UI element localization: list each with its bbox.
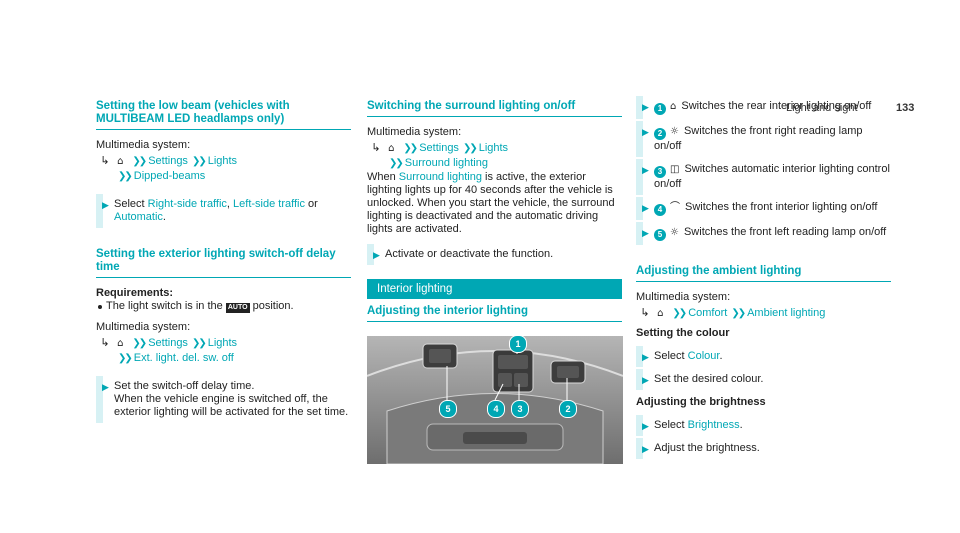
requirements-label: Requirements: [96,287,174,299]
nav-settings: Settings [419,142,459,154]
nav-path-ext-light: ↳ ⌂❯❯Settings❯❯Lights ❯❯Ext. light. del.… [96,336,351,366]
step-select-brightness: ▶ Select Brightness. [636,415,891,436]
subheading-brightness: Adjusting the brightness [636,396,766,408]
requirement-item: The light switch is in the AUTO position… [96,300,351,313]
chevron-icon: ❯❯ [118,171,133,182]
reading-lamp-icon: ☼ [670,227,679,238]
return-arrow-icon: ↳ [100,155,110,167]
section-title-surround-lighting: Switching the surround lighting on/off [367,100,622,117]
step-arrow-icon: ▶ [102,382,109,392]
nav-dipped-beams: Dipped-beams [133,170,206,182]
multimedia-label: Multimedia system: [367,126,462,138]
step-auto-control: ▶ 3◫Switches automatic interior lighting… [636,159,891,195]
nav-lights: Lights [207,155,238,167]
callout-3: 3 [511,400,529,418]
chapter-banner: Interior lighting [367,279,622,299]
section-title-ambient-lighting: Adjusting the ambient lighting [636,265,891,282]
multimedia-label: Multimedia system: [96,139,191,151]
auto-interior-icon: ◫ [670,164,680,175]
callout-marker: 3 [654,166,666,178]
step-arrow-icon: ▶ [642,375,649,385]
nav-path-low-beam: ↳ ⌂❯❯Settings❯❯Lights ❯❯Dipped-beams [96,154,351,184]
home-icon: ⌂ [117,338,124,349]
step-arrow-icon: ▶ [642,165,649,175]
running-head: Light and sight [786,102,858,114]
step-arrow-icon: ▶ [642,421,649,431]
step-activate: ▶ Activate or deactivate the function. [367,244,622,265]
callout-marker: 2 [654,128,666,140]
step-arrow-icon: ▶ [373,250,380,260]
callout-4: 4 [487,400,505,418]
column-3: ▶ 1⌂Switches the rear interior lighting … [636,96,891,465]
chevron-icon: ❯❯ [191,156,207,167]
nav-surround-lighting: Surround lighting [404,157,488,169]
column-1: Setting the low beam (vehicles with MULT… [96,100,351,429]
multimedia-label: Multimedia system: [96,321,191,333]
callout-marker: 1 [654,103,666,115]
step-select-traffic: ▶ Select Right-side traffic, Left-side t… [96,194,351,228]
callout-1: 1 [509,336,527,353]
step-front-interior: ▶ 4⌒Switches the front interior lighting… [636,197,891,220]
callout-marker: 4 [654,204,666,216]
chevron-icon: ❯❯ [403,143,418,154]
page-number: 133 [896,102,915,114]
nav-path-ambient: ↳ ⌂❯❯Comfort❯❯Ambient lighting [636,306,891,321]
step-set-delay: ▶ Set the switch-off delay time. When th… [96,376,351,423]
step-arrow-icon: ▶ [642,203,649,213]
option-right-side-traffic: Right-side traffic [147,198,227,210]
step-arrow-icon: ▶ [642,444,649,454]
nav-comfort: Comfort [688,307,728,319]
chevron-icon: ❯❯ [132,338,147,349]
section-title-interior-lighting: Adjusting the interior lighting [367,305,622,322]
step-select-colour: ▶ Select Colour. [636,346,891,367]
step-adjust-brightness: ▶ Adjust the brightness. [636,438,891,459]
chevron-icon: ❯❯ [672,308,687,319]
nav-ext-light-del: Ext. light. del. sw. off [133,352,234,364]
home-icon: ⌂ [117,156,124,167]
return-arrow-icon: ↳ [371,142,381,154]
subheading-colour: Setting the colour [636,327,730,339]
chevron-icon: ❯❯ [132,156,147,167]
nav-settings: Settings [148,337,188,349]
column-2: Switching the surround lighting on/off M… [367,100,623,464]
section-title-low-beam: Setting the low beam (vehicles with MULT… [96,100,351,130]
step-rear-lighting: ▶ 1⌂Switches the rear interior lighting … [636,96,891,119]
rear-light-icon: ⌂ [670,101,677,112]
step-arrow-icon: ▶ [642,127,649,137]
nav-lights: Lights [207,337,238,349]
step-arrow-icon: ▶ [642,352,649,362]
option-left-side-traffic: Left-side traffic [233,198,305,210]
chevron-icon: ❯❯ [731,308,746,319]
nav-path-surround: ↳ ⌂❯❯Settings❯❯Lights ❯❯Surround lightin… [367,141,622,171]
chevron-icon: ❯❯ [191,338,207,349]
callout-5: 5 [439,400,457,418]
step-arrow-icon: ▶ [642,102,649,112]
step-arrow-icon: ▶ [102,200,109,210]
return-arrow-icon: ↳ [640,307,650,319]
callout-marker: 5 [654,229,666,241]
section-title-switch-off-delay: Setting the exterior lighting switch-off… [96,248,351,278]
home-icon: ⌂ [657,308,664,319]
home-icon: ⌂ [388,143,395,154]
step-set-colour: ▶ Set the desired colour. [636,369,891,390]
overhead-control-panel-image: 1 2 3 4 5 [367,336,623,464]
return-arrow-icon: ↳ [100,337,110,349]
nav-lights: Lights [478,142,509,154]
reading-lamp-icon: ☼ [670,126,679,137]
nav-ambient-lighting: Ambient lighting [747,307,826,319]
front-light-icon: ⌒ [670,202,680,213]
chevron-icon: ❯❯ [118,353,133,364]
auto-icon: AUTO [225,303,250,313]
chevron-icon: ❯❯ [389,158,404,169]
step-front-left-lamp: ▶ 5☼Switches the front left reading lamp… [636,222,891,245]
callout-2: 2 [559,400,577,418]
multimedia-label: Multimedia system: [636,291,731,303]
nav-settings: Settings [148,155,188,167]
step-arrow-icon: ▶ [642,228,649,238]
option-automatic: Automatic [114,211,163,223]
chevron-icon: ❯❯ [462,143,478,154]
surround-description: When Surround lighting is active, the ex… [367,171,615,235]
step-front-right-lamp: ▶ 2☼Switches the front right reading lam… [636,121,891,157]
